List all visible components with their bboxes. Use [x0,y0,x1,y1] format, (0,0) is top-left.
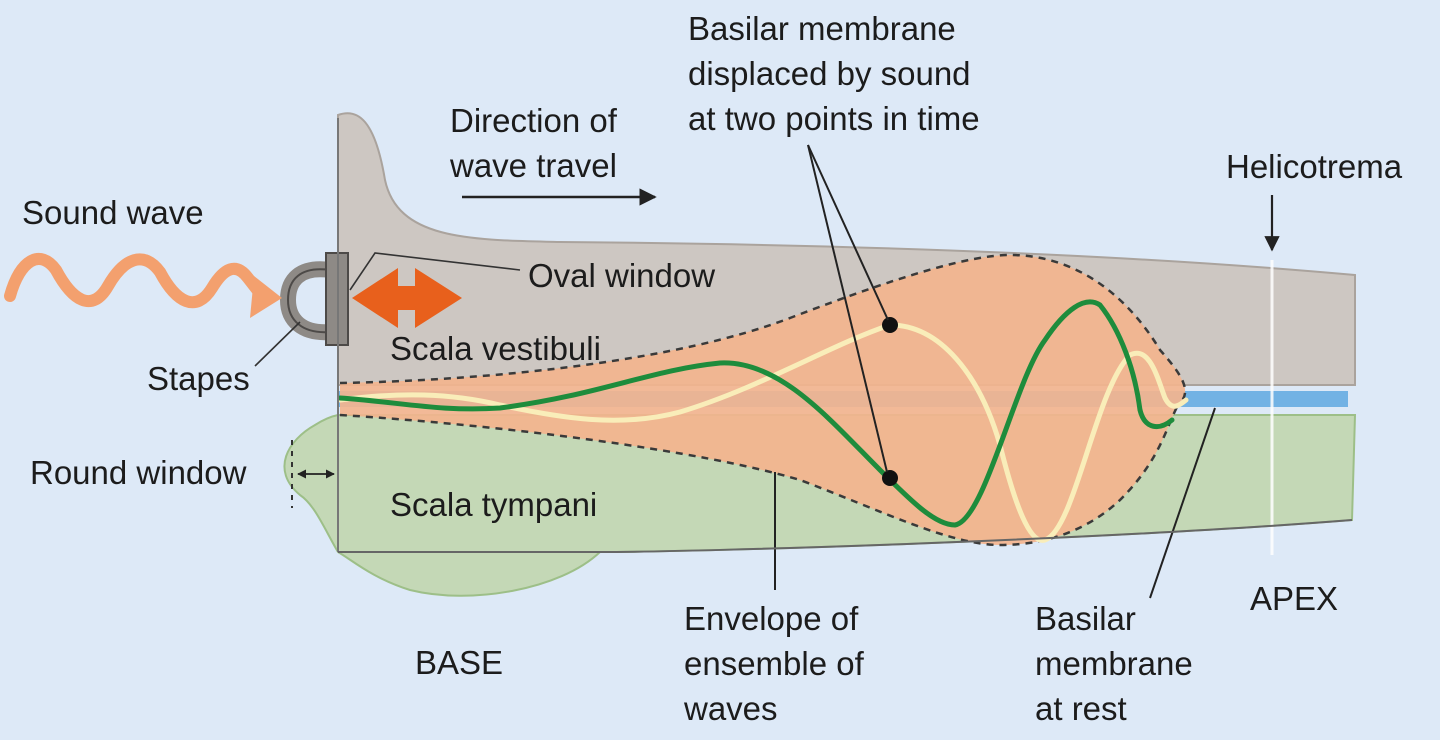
sound-wave-label: Sound wave [22,194,204,231]
envelope-fill [340,255,1186,545]
scala-tympani-bottom-edge [338,519,1353,553]
direction-label: Direction of wave travel [450,102,617,184]
displacement-point-upper [882,317,898,333]
stapes-label: Stapes [147,360,250,397]
sine-wave-arrow-icon [4,253,282,318]
stapes-leader-line [254,321,301,367]
scala-tympani-label: Scala tympani [390,486,598,523]
pointer-line-lower [807,144,888,473]
displacement-point-lower [882,470,898,486]
basilar-rest-label: Basilar membrane at rest [1035,600,1193,727]
basilar-displaced-label: Basilar membrane displaced by sound at t… [688,10,980,137]
helicotrema-label: Helicotrema [1226,148,1403,185]
envelope-label: Envelope of ensemble of waves [684,600,864,727]
base-label: BASE [415,644,504,681]
membrane-wave-time-1 [337,299,1175,528]
envelope-lower-dashed [339,404,1180,547]
pointer-line-upper [807,144,889,321]
double-headed-arrow-icon [352,268,462,328]
envelope-upper-dashed [339,253,1187,406]
membrane-wave-time-2 [337,322,1189,543]
apex-label: APEX [1250,580,1339,617]
oval-window-leader-line [349,252,521,291]
round-window-label: Round window [30,454,247,491]
oval-window-label: Oval window [528,257,716,294]
scala-vestibuli-label: Scala vestibuli [390,330,601,367]
basilar-rest-leader-line [1149,407,1216,599]
